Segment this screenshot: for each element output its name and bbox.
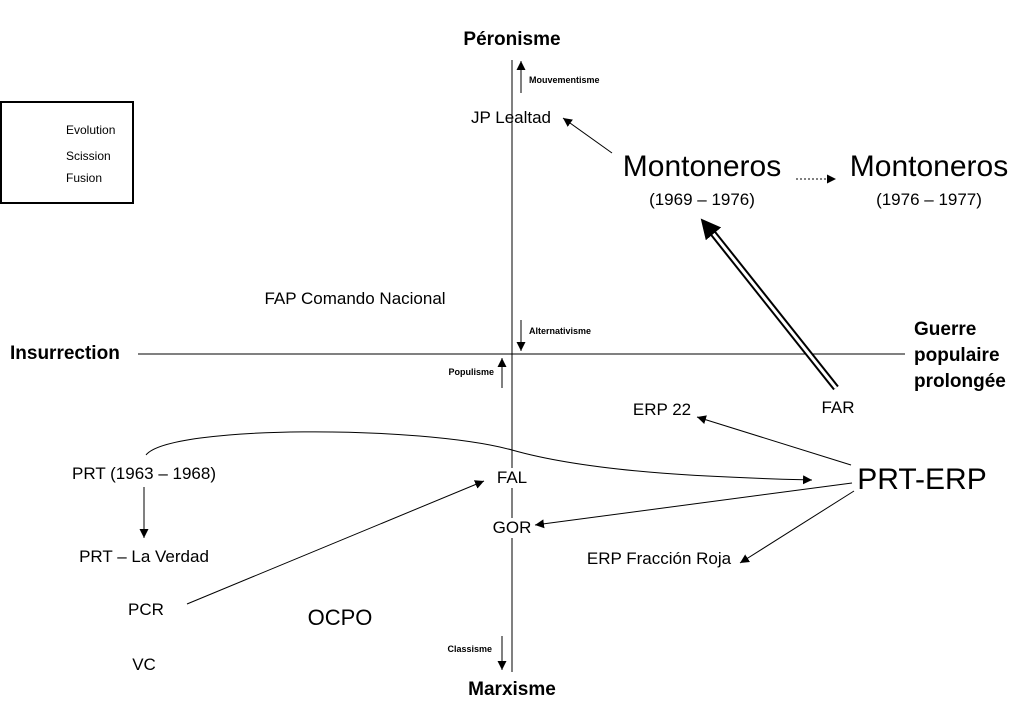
legend-item-evolution: Evolution — [16, 123, 134, 139]
arrow-prt-erp-erp22 — [696, 415, 852, 466]
arrow-prt-erp-gor — [534, 482, 853, 529]
pole-marxisme: Marxisme — [468, 679, 556, 700]
legend-box: Evolution Scission Fusion — [0, 101, 134, 204]
fusion-far-montoneros-head — [700, 218, 722, 241]
axis-label-mouvementisme: Mouvementisme — [529, 75, 600, 85]
org-montoneros-1976: Montoneros — [849, 150, 1009, 183]
org-far: FAR — [821, 398, 855, 417]
pole-guerre-line3: prolongée — [914, 371, 1006, 393]
legend-item-scission: Scission — [16, 149, 134, 165]
org-erp-22: ERP 22 — [632, 400, 692, 419]
arrow-pcr-fal — [186, 480, 485, 605]
legend-item-fusion: Fusion — [16, 171, 134, 187]
arrow-montoneros-jp-lealtad — [562, 117, 613, 154]
org-montoneros-1969-dates: (1969 – 1976) — [649, 190, 755, 209]
legend-fusion-label: Fusion — [66, 171, 103, 185]
arrow-prt-erp-erp-fraccion — [739, 490, 855, 564]
org-pcr: PCR — [128, 600, 164, 619]
org-vc: VC — [132, 655, 156, 674]
pole-guerre-populaire: Guerre populaire prolongée — [914, 317, 1006, 396]
org-montoneros-1969: Montoneros — [622, 150, 782, 183]
org-prt-la-verdad: PRT – La Verdad — [79, 547, 209, 566]
legend-evolution-label: Evolution — [66, 123, 116, 137]
org-gor: GOR — [490, 518, 534, 538]
pole-guerre-line2: populaire — [914, 345, 1000, 367]
legend-scission-label: Scission — [66, 149, 111, 163]
org-prt-erp: PRT-ERP — [857, 463, 987, 496]
axis-label-classisme: Classisme — [447, 644, 492, 654]
org-fal: FAL — [494, 468, 530, 488]
axis-label-alternativisme: Alternativisme — [529, 326, 592, 336]
pole-insurrection: Insurrection — [10, 343, 120, 364]
org-prt-1963: PRT (1963 – 1968) — [72, 464, 216, 483]
curve-prt-1963-prt-erp — [145, 431, 813, 485]
org-fap-comando-nacional: FAP Comando Nacional — [264, 289, 446, 308]
org-jp-lealtad: JP Lealtad — [470, 108, 552, 127]
fusion-far-montoneros-inner — [710, 231, 838, 389]
org-ocpo: OCPO — [307, 605, 373, 630]
pole-peronisme: Péronisme — [463, 29, 561, 50]
pole-guerre-line1: Guerre — [914, 319, 977, 340]
org-erp-fraccion-roja: ERP Fracción Roja — [586, 549, 732, 568]
axis-label-populisme: Populisme — [448, 367, 494, 377]
org-montoneros-1976-dates: (1976 – 1977) — [876, 190, 982, 209]
